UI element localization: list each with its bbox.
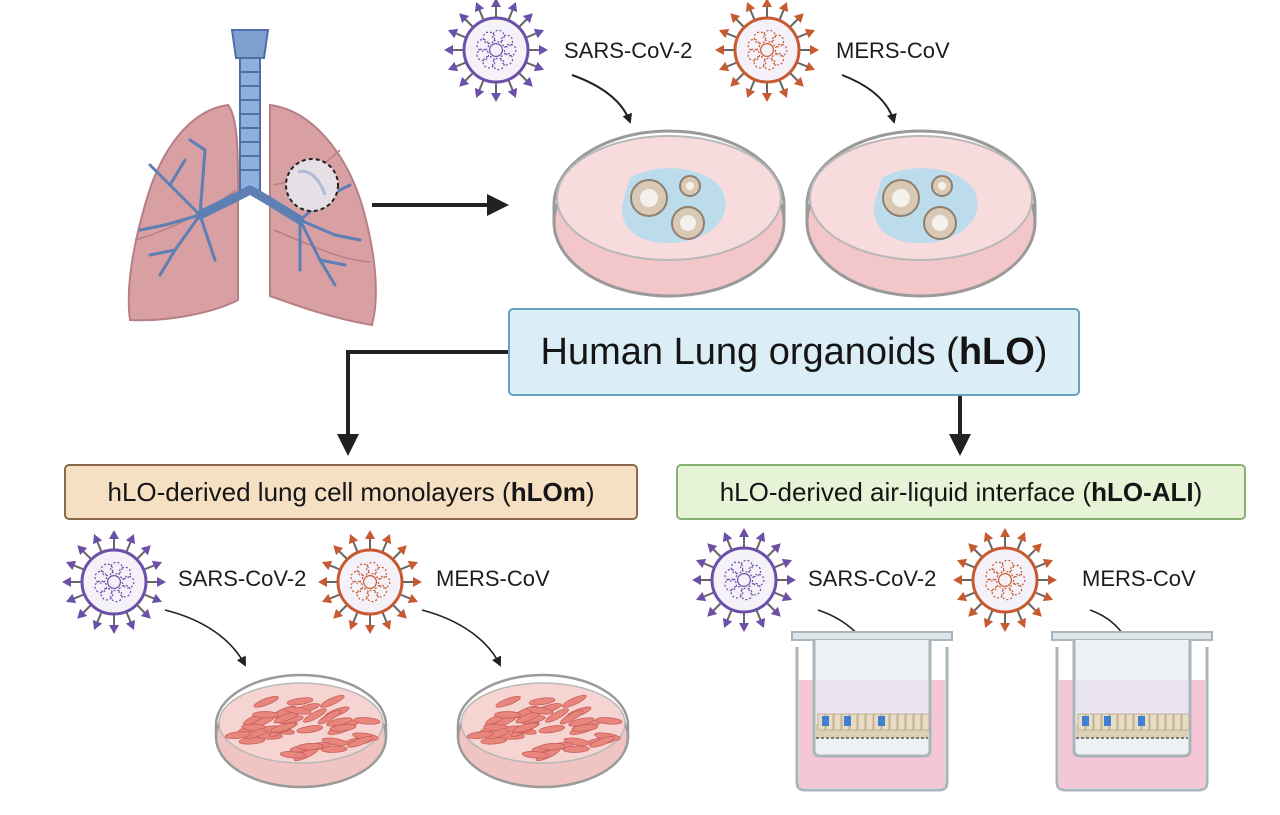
petri-dish-monolayer-right (456, 673, 630, 789)
label-sars-top: SARS-CoV-2 (564, 38, 692, 63)
arrow-mers-to-monolayer (421, 609, 502, 667)
ali-title-bold: hLO-ALI (1091, 476, 1194, 507)
petri-dish-organoids-right (805, 129, 1037, 298)
label-mers-top: MERS-CoV (836, 38, 950, 63)
hlo-title-prefix: Human Lung organoids ( (540, 330, 959, 373)
lung-icon (127, 29, 377, 327)
hlo-box: Human Lung organoids (hLO) (508, 308, 1080, 396)
hlom-box: hLO-derived lung cell monolayers (hLOm) (64, 464, 638, 520)
mers-cov-virus-icon (715, 0, 819, 102)
ali-title-prefix: hLO-derived air-liquid interface ( (719, 476, 1092, 507)
hlo-title-suffix: ) (1034, 330, 1048, 373)
hlom-title-suffix: ) (585, 476, 595, 507)
hlo-title-bold: hLO (958, 330, 1035, 373)
hlom-title-prefix: hLO-derived lung cell monolayers ( (107, 476, 511, 507)
transwell-insert-left (791, 631, 953, 792)
label-sars-bottom-right: SARS-CoV-2 (808, 566, 936, 591)
ali-title-suffix: ) (1193, 476, 1203, 507)
label-sars-bottom-left: SARS-CoV-2 (178, 566, 306, 591)
sars-cov-2-virus-icon (444, 0, 548, 102)
hlom-title-bold: hLOm (510, 476, 586, 507)
arrow-sars-to-monolayer (164, 609, 246, 667)
arrow-hlo-to-hlom (337, 350, 508, 456)
mers-cov-virus-icon (318, 530, 422, 634)
transwell-insert-right (1051, 631, 1213, 792)
petri-dish-monolayer-left (214, 673, 388, 789)
sars-cov-2-virus-icon (692, 528, 796, 632)
label-mers-bottom-right: MERS-CoV (1082, 566, 1196, 591)
label-mers-bottom-left: MERS-CoV (436, 566, 550, 591)
arrow-sars-to-dish (571, 74, 632, 124)
arrow-mers-to-dish (841, 74, 897, 124)
mers-cov-virus-icon (953, 528, 1057, 632)
petri-dish-organoids-left (552, 129, 786, 298)
hlo-ali-box: hLO-derived air-liquid interface (hLO-AL… (676, 464, 1246, 520)
sars-cov-2-virus-icon (62, 530, 166, 634)
